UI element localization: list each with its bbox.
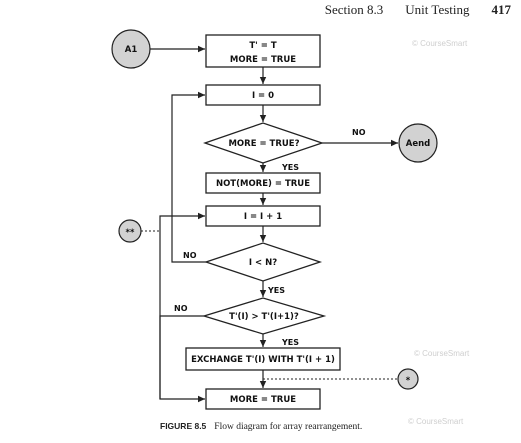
single-star-connector — [397, 368, 419, 390]
double-star-label: ** — [126, 228, 135, 238]
section-label: Section 8.3 — [324, 2, 384, 17]
init-line-2: MORE = TRUE — [230, 55, 296, 65]
watermark: © CourseSmart — [408, 417, 464, 426]
no-label: NO — [183, 251, 197, 260]
single-star-label: * — [406, 376, 411, 386]
watermark: © CourseSmart — [412, 39, 468, 48]
watermark: © CourseSmart — [414, 349, 470, 358]
loop-back-line — [171, 91, 206, 263]
init-line-1: T' = T — [249, 41, 276, 51]
section-title: Unit Testing — [405, 2, 470, 17]
more-true-box — [205, 388, 321, 410]
yes-label: YES — [281, 338, 299, 347]
more-true-label: MORE = TRUE — [230, 395, 296, 405]
exchange-label: EXCHANGE T'(I) WITH T'(I + 1) — [191, 355, 335, 365]
end-connector-label: Aend — [406, 139, 430, 149]
set-i-zero-label: I = 0 — [252, 91, 274, 101]
compare-diamond — [201, 297, 327, 335]
no-label: NO — [174, 304, 188, 313]
increment-i-label: I = I + 1 — [244, 212, 282, 222]
page-header: Section 8.3 Unit Testing 417 — [325, 2, 511, 18]
yes-label: YES — [281, 163, 299, 172]
figure-caption-text: Flow diagram for array rearrangement. — [214, 422, 363, 432]
figure-number: FIGURE 8.5 — [160, 421, 207, 431]
compare-label: T'(I) > T'(I+1)? — [229, 312, 299, 322]
yes-label: YES — [267, 286, 285, 295]
init-box — [205, 34, 321, 68]
i-less-n-diamond — [203, 242, 323, 282]
no-label: NO — [352, 128, 366, 137]
start-connector-label: A1 — [125, 45, 138, 55]
i-less-n-label: I < N? — [249, 258, 277, 268]
more-check-label: MORE = TRUE? — [228, 139, 299, 149]
not-more-label: NOT(MORE) = TRUE — [216, 179, 310, 189]
figure-caption: FIGURE 8.5 Flow diagram for array rearran… — [160, 421, 362, 432]
page-number: 417 — [491, 2, 512, 17]
end-connector — [398, 123, 438, 163]
return-line — [159, 212, 205, 399]
